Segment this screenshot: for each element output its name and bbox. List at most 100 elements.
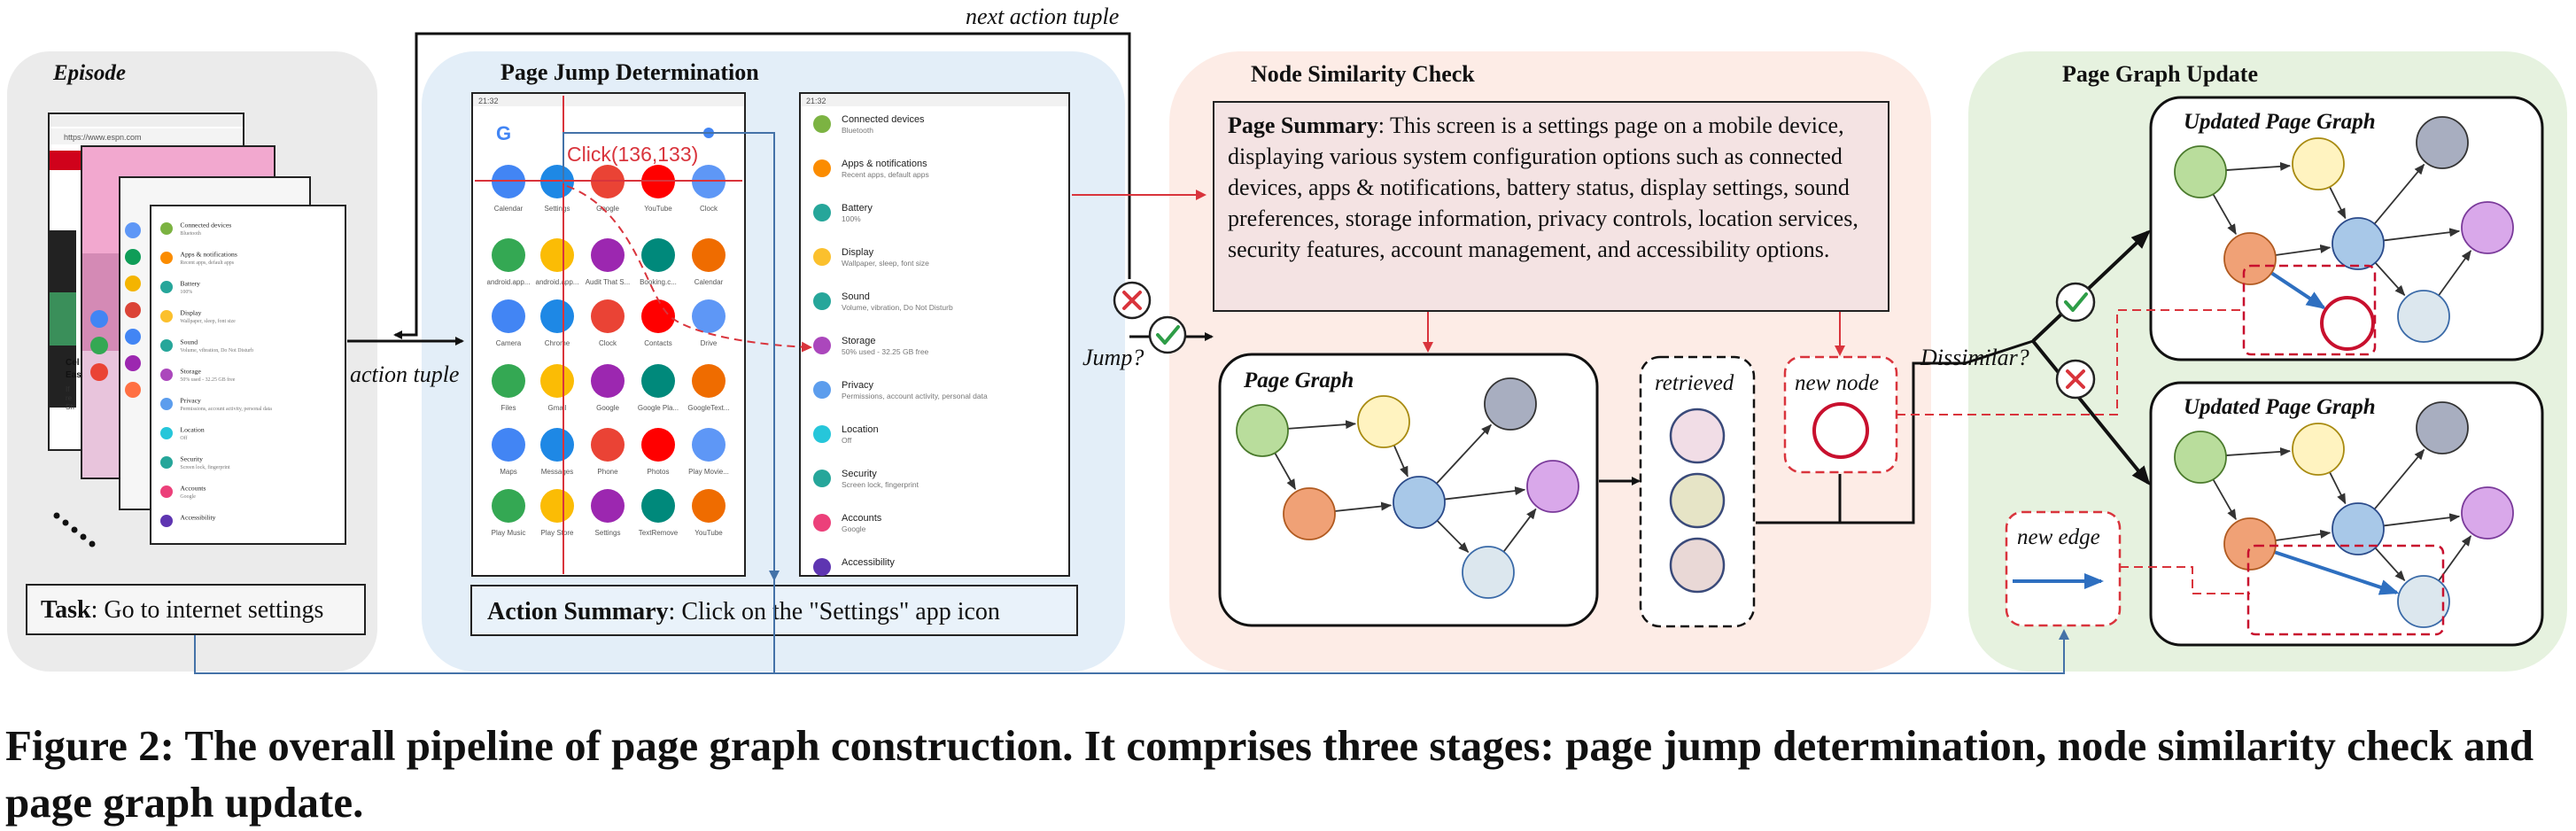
app-label: Play Store xyxy=(541,529,574,537)
app-icon[interactable] xyxy=(692,299,725,333)
app-icon[interactable] xyxy=(591,428,625,462)
settings-item-title[interactable]: Display xyxy=(842,247,874,258)
settings-item-title[interactable]: Battery xyxy=(842,203,873,214)
settings-item-subtitle: Bluetooth xyxy=(842,126,873,135)
settings-item-title[interactable]: Accessibility xyxy=(842,557,895,568)
settings-phone xyxy=(799,92,1070,577)
settings-item-title[interactable]: Security xyxy=(842,469,877,479)
click-to-summary-arrow xyxy=(563,132,780,581)
settings-item-icon xyxy=(813,514,831,532)
updated-graph-title-2: Updated Page Graph xyxy=(2184,395,2376,419)
next-action-loop-arrow xyxy=(393,32,1131,339)
branch-up-arrow xyxy=(2031,229,2151,343)
app-icon[interactable] xyxy=(540,489,574,523)
app-icon[interactable] xyxy=(692,238,725,272)
app-icon[interactable] xyxy=(641,364,675,398)
settings-item-icon xyxy=(160,427,173,439)
settings-item-subtitle: 50% used - 32.25 GB free xyxy=(180,377,235,383)
espn-peek-text: Cel Eas If re Sh xyxy=(66,358,81,411)
app-icon[interactable] xyxy=(591,238,625,272)
app-icon[interactable] xyxy=(492,364,525,398)
app-label: Gmail xyxy=(548,404,567,412)
settings-item-subtitle: Permissions, account activity, personal … xyxy=(842,392,988,400)
app-icon[interactable] xyxy=(540,299,574,333)
settings-item-title[interactable]: Battery xyxy=(180,280,200,288)
settings-item-icon xyxy=(813,425,831,443)
graph-edge xyxy=(1502,508,1537,553)
episode-screens: https://www.espn.com Cel Eas If re Sh Co… xyxy=(48,113,346,545)
pipeline-diagram: Episode Page Jump Determination Node Sim… xyxy=(7,4,2567,674)
app-icon[interactable] xyxy=(591,299,625,333)
graph-edge xyxy=(1393,445,1408,478)
graph-edge xyxy=(1287,420,1357,430)
new-edge-link xyxy=(2120,566,2250,594)
settings-item-icon xyxy=(160,281,173,293)
settings-item-title[interactable]: Display xyxy=(180,309,201,317)
app-icon[interactable] xyxy=(641,299,675,333)
graph-edge xyxy=(2373,163,2425,225)
app-icon[interactable] xyxy=(641,428,675,462)
branch-down-arrow xyxy=(2031,339,2151,486)
dissimilar-label: Dissimilar? xyxy=(1920,345,2029,370)
app-icon[interactable] xyxy=(692,428,725,462)
app-icon[interactable] xyxy=(641,238,675,272)
app-label: android.app... xyxy=(536,278,579,286)
page-summary-label: Page Summary xyxy=(1228,113,1378,138)
settings-item-subtitle: Off xyxy=(842,436,852,445)
app-icon[interactable] xyxy=(540,364,574,398)
settings-item-title[interactable]: Storage xyxy=(180,368,201,376)
settings-item-icon xyxy=(160,515,173,527)
settings-item-title[interactable]: Privacy xyxy=(842,380,874,391)
settings-item-title[interactable]: Storage xyxy=(842,336,876,346)
graph-edge xyxy=(2275,529,2332,541)
retrieved-label: retrieved xyxy=(1655,371,1734,395)
settings-item-icon xyxy=(813,558,831,576)
graph-edge xyxy=(2212,193,2237,236)
settings-item-title[interactable]: Connected devices xyxy=(180,221,231,229)
settings-item-title[interactable]: Privacy xyxy=(180,397,201,405)
graph-node xyxy=(1236,404,1289,457)
settings-item-title[interactable]: Connected devices xyxy=(842,114,925,125)
google-logo-icon: G xyxy=(496,122,511,144)
settings-item-subtitle: Wallpaper, sleep, font size xyxy=(842,259,929,268)
app-icon[interactable] xyxy=(641,489,675,523)
settings-item-title[interactable]: Location xyxy=(842,424,879,435)
app-label: Settings xyxy=(595,529,621,537)
to-update-connector xyxy=(1840,339,2034,524)
new-edge-box xyxy=(2005,510,2122,627)
app-icon[interactable] xyxy=(692,364,725,398)
settings-item-icon xyxy=(813,248,831,266)
page-graph-title: Page Graph xyxy=(1243,369,1354,392)
app-icon[interactable] xyxy=(492,299,525,333)
settings-item-title[interactable]: Security xyxy=(180,455,203,463)
settings-item-subtitle: Volume, vibration, Do Not Disturb xyxy=(180,348,253,353)
settings-item-title[interactable]: Sound xyxy=(842,291,870,302)
settings-item-title[interactable]: Accounts xyxy=(842,513,882,524)
app-label: Calendar xyxy=(494,205,524,213)
app-icon[interactable] xyxy=(492,238,525,272)
graph-node xyxy=(2292,423,2345,476)
settings-item-title[interactable]: Sound xyxy=(180,338,198,346)
app-label: Phone xyxy=(597,468,618,476)
graph-edge xyxy=(1444,486,1526,501)
app-icon[interactable] xyxy=(492,428,525,462)
settings-item-title[interactable]: Accessibility xyxy=(180,514,215,522)
settings-item-title[interactable]: Accounts xyxy=(180,485,206,493)
app-icon[interactable] xyxy=(692,489,725,523)
settings-item-title[interactable]: Apps & notifications xyxy=(180,251,237,259)
settings-item-title[interactable]: Apps & notifications xyxy=(842,159,927,169)
jump-label: Jump? xyxy=(1082,345,1144,370)
new-node-highlight xyxy=(2242,264,2377,356)
graph-node xyxy=(2461,486,2514,540)
app-icon[interactable] xyxy=(591,489,625,523)
settings-item-title[interactable]: Location xyxy=(180,426,204,434)
espn-url: https://www.espn.com xyxy=(64,133,142,142)
app-icon[interactable] xyxy=(540,238,574,272)
app-icon[interactable] xyxy=(540,428,574,462)
app-label: Play Music xyxy=(492,529,526,537)
settings-item-icon xyxy=(160,369,173,381)
app-icon[interactable] xyxy=(591,364,625,398)
app-icon[interactable] xyxy=(492,489,525,523)
